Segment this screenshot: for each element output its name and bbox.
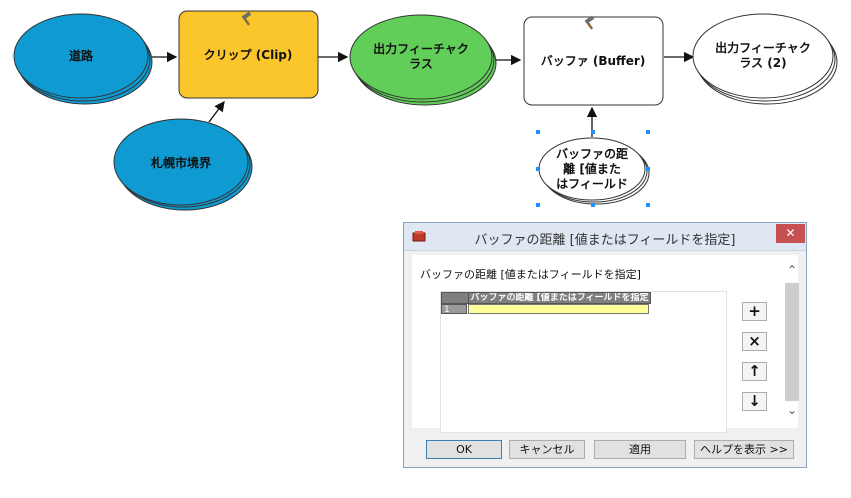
output1-label-line1: 出力フィーチャク bbox=[373, 41, 469, 56]
table-row-number: 1 bbox=[441, 304, 467, 315]
value-table[interactable] bbox=[440, 291, 727, 433]
table-column-header: バッファの距離 [値またはフィールドを指定 bbox=[468, 292, 651, 304]
scroll-down-arrow[interactable]: ⌄ bbox=[786, 403, 798, 417]
distance-label-line1: バッファの距 bbox=[556, 147, 628, 161]
hammer-icon bbox=[584, 15, 595, 30]
buffer-tool-label: バッファ (Buffer) bbox=[541, 54, 646, 68]
connector-boundary-clip bbox=[208, 100, 225, 123]
buffer-tool-node[interactable]: バッファ (Buffer) bbox=[523, 15, 664, 106]
clip-tool-label: クリップ (Clip) bbox=[204, 47, 293, 62]
add-row-button[interactable]: + bbox=[742, 302, 767, 321]
output2-label-line1: 出力フィーチャク bbox=[715, 40, 811, 55]
road-dataset-node[interactable]: 道路 bbox=[13, 13, 153, 105]
move-down-button[interactable]: ↓ bbox=[742, 392, 767, 411]
dialog-titlebar[interactable]: バッファの距離 [値またはフィールドを指定] ✕ bbox=[404, 223, 806, 251]
output2-label-line2: ラス (2) bbox=[739, 56, 786, 70]
clip-tool-node[interactable]: クリップ (Clip) bbox=[178, 10, 319, 99]
parameter-label: バッファの距離 [値またはフィールドを指定] bbox=[420, 268, 641, 281]
hammer-icon bbox=[241, 11, 252, 26]
buffer-distance-variable-node[interactable]: バッファの距 離 [値また はフィールド bbox=[538, 137, 650, 205]
distance-label-line3: はフィールド bbox=[556, 177, 628, 191]
close-button[interactable]: ✕ bbox=[776, 224, 805, 243]
selection-handles[interactable] bbox=[536, 130, 650, 207]
move-up-button[interactable]: ↑ bbox=[742, 362, 767, 381]
apply-button[interactable]: 適用 bbox=[594, 440, 686, 459]
output-feature-class-node[interactable]: 出力フィーチャク ラス bbox=[349, 14, 497, 106]
table-cell[interactable] bbox=[468, 304, 649, 314]
scroll-thumb[interactable] bbox=[785, 283, 799, 401]
show-help-button[interactable]: ヘルプを表示 >> bbox=[694, 440, 794, 459]
output-feature-class-2-node[interactable]: 出力フィーチャク ラス (2) bbox=[692, 13, 838, 105]
vertical-scrollbar[interactable]: ⌃ ⌄ bbox=[785, 263, 799, 428]
output1-label-line2: ラス bbox=[409, 57, 433, 71]
boundary-label: 札幌市境界 bbox=[150, 155, 211, 170]
delete-row-button[interactable]: × bbox=[742, 332, 767, 351]
scroll-up-arrow[interactable]: ⌃ bbox=[786, 263, 798, 277]
cancel-button[interactable]: キャンセル bbox=[509, 440, 585, 459]
boundary-dataset-node[interactable]: 札幌市境界 bbox=[113, 118, 253, 211]
ok-button[interactable]: OK bbox=[426, 440, 502, 459]
distance-label-line2: 離 [値また bbox=[563, 161, 621, 176]
table-corner bbox=[441, 292, 469, 304]
variable-dialog: バッファの距離 [値またはフィールドを指定] ✕ バッファの距離 [値またはフィ… bbox=[403, 222, 807, 468]
road-label: 道路 bbox=[69, 48, 94, 63]
toolbox-icon bbox=[412, 231, 426, 242]
dialog-title: バッファの距離 [値またはフィールドを指定] bbox=[474, 233, 736, 248]
